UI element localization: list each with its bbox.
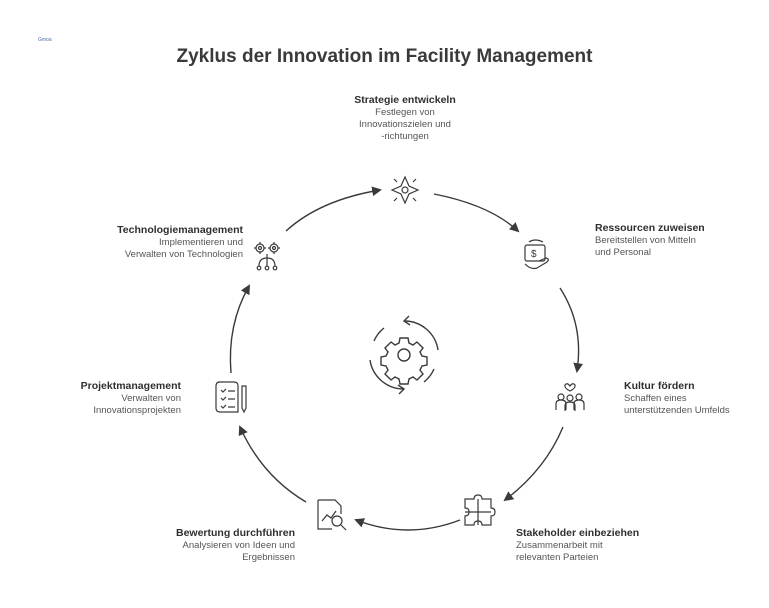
arrow-strategie-ressourcen	[433, 193, 520, 233]
cycle-arrows	[229, 186, 584, 531]
stage-title: Strategie entwickeln	[354, 94, 456, 106]
stage-desc-line: Bereitstellen von Mitteln	[595, 235, 696, 246]
stage-desc-line: Zusammenarbeit mit	[516, 540, 603, 551]
stage-desc-line: unterstützenden Umfelds	[624, 405, 730, 416]
people-heart-icon	[555, 383, 585, 411]
stage-desc-line: Analysieren von Ideen und	[182, 540, 296, 551]
arrow-ressourcen-kultur	[559, 287, 584, 373]
clipboard-pen-icon	[215, 381, 247, 414]
arrow-bewertung-projekt	[238, 425, 307, 503]
stage-technologie: Technologiemanagement Implementieren und…	[60, 224, 243, 261]
stage-desc-line: relevanten Parteien	[516, 552, 599, 563]
stage-desc-line: Verwalten von	[121, 393, 181, 404]
stage-desc-line: Verwalten von Technologien	[124, 249, 243, 260]
arrow-projekt-technologie	[229, 284, 250, 374]
arrow-kultur-stakeholder	[503, 426, 564, 502]
chart-magnifier-icon	[317, 499, 347, 531]
stage-desc-line: und Personal	[595, 247, 651, 258]
stage-ressourcen: Ressourcen zuweisen Bereitstellen von Mi…	[595, 222, 755, 259]
stage-title: Kultur fördern	[624, 380, 695, 392]
gear-cycle-icon	[369, 315, 439, 395]
stage-title: Bewertung durchführen	[175, 527, 295, 539]
logo: Gmoa	[38, 37, 52, 43]
stage-desc-line: Innovationszielen und	[359, 119, 451, 130]
money-hand-icon: $	[524, 239, 549, 270]
svg-text:$: $	[531, 249, 537, 260]
stage-kultur: Kultur fördern Schaffen eines unterstütz…	[624, 380, 764, 417]
stage-projekt: Projektmanagement Verwalten von Innovati…	[40, 380, 181, 417]
stage-desc-line: -richtungen	[381, 131, 429, 142]
puzzle-icon	[464, 494, 496, 526]
stage-desc-line: Innovationsprojekten	[93, 405, 181, 416]
stage-desc-line: Ergebnissen	[242, 552, 295, 563]
stage-desc-line: Festlegen von	[375, 107, 435, 118]
arrow-technologie-strategie	[285, 186, 382, 232]
compass-star-icon	[390, 175, 420, 205]
stage-title: Technologiemanagement	[117, 224, 243, 236]
stage-bewertung: Bewertung durchführen Analysieren von Id…	[130, 527, 295, 564]
gears-network-icon	[254, 242, 280, 271]
stage-title: Stakeholder einbeziehen	[516, 527, 640, 539]
stage-desc-line: Implementieren und	[159, 237, 243, 248]
stage-stakeholder: Stakeholder einbeziehen Zusammenarbeit m…	[516, 527, 676, 564]
arrow-stakeholder-bewertung	[354, 518, 461, 531]
stage-strategie: Strategie entwickeln Festlegen von Innov…	[330, 94, 480, 143]
stage-desc-line: Schaffen eines	[624, 393, 687, 404]
stage-title: Ressourcen zuweisen	[595, 222, 705, 234]
stage-title: Projektmanagement	[80, 380, 181, 392]
diagram-title: Zyklus der Innovation im Facility Manage…	[176, 46, 593, 67]
